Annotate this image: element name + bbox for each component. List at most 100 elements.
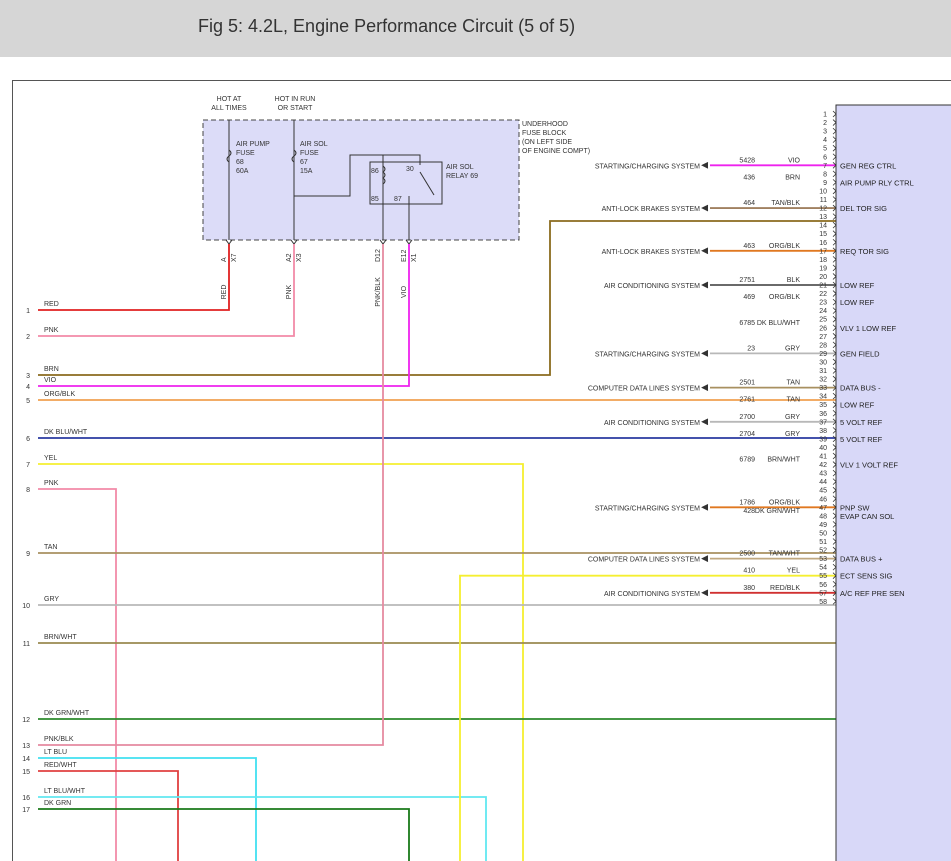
connector-wire-label: PNK/BLK [375, 277, 382, 307]
pcm-pin-name: EVAP CAN SOL [840, 512, 894, 521]
wire-color-label: GRY [44, 596, 59, 603]
pcm-pin-chevron [832, 461, 837, 468]
pcm-pin-chevron [832, 384, 837, 391]
wire-color-label: VIO [44, 377, 57, 384]
pcm-pin-number: 48 [819, 513, 827, 520]
pcm-pin-chevron [832, 401, 837, 408]
pcm-pin-number: 20 [819, 274, 827, 281]
fuse-block-label: FUSE BLOCK [522, 130, 567, 137]
wire-7 [38, 463, 524, 861]
circuit-number: 2500 [739, 551, 755, 558]
pcm-pin-number: 26 [819, 325, 827, 332]
circuit-wire-color: GRY [785, 431, 800, 438]
pcm-pin-number: 10 [819, 188, 827, 195]
connector-chevron [379, 239, 387, 245]
system-label: STARTING/CHARGING SYSTEM [595, 163, 700, 170]
pcm-pin-number: 58 [819, 599, 827, 606]
wire-number: 3 [26, 373, 30, 380]
system-arrow [701, 503, 709, 511]
wire-color-label: TAN [44, 544, 57, 551]
system-label: AIR CONDITIONING SYSTEM [604, 591, 700, 598]
pcm-pin-number: 3 [823, 129, 827, 136]
pcm-pin-number: 49 [819, 522, 827, 529]
circuit-wire-color: BRN [785, 174, 800, 181]
connector-wire-label: VIO [401, 285, 408, 298]
pcm-pin-chevron [832, 213, 837, 220]
diagram-frame [12, 80, 951, 861]
pcm-pin-chevron [832, 273, 837, 280]
pcm-pin-chevron [832, 375, 837, 383]
circuit-number: 380 [743, 585, 755, 592]
pcm-pin-chevron [832, 238, 837, 246]
relay-switch [419, 171, 435, 196]
pcm-pin-chevron [832, 281, 837, 289]
pcm-pin-name: 5 VOLT REF [840, 435, 883, 444]
wire-number: 16 [22, 795, 30, 802]
wire-number: 14 [22, 756, 30, 763]
pcm-pin-name: DEL TOR SIG [840, 204, 887, 213]
wire-3 [38, 220, 836, 376]
relay-label: AIR SOL [446, 164, 474, 171]
circuit-number: 2501 [739, 380, 755, 387]
hot-in-run-label: HOT IN RUN [275, 96, 316, 103]
fuse-symbol-air-pump [226, 149, 232, 163]
pcm-pin-chevron [832, 144, 837, 152]
pcm-pin-chevron [832, 598, 837, 605]
connector-chevron [290, 239, 298, 245]
wire-color-label: DK GRN [44, 800, 71, 807]
fuse-block-label: OF ENGINE COMPT) [522, 148, 590, 155]
circuit-number: 5428 [739, 157, 755, 164]
pcm-pin-chevron [832, 392, 837, 400]
pcm-pin-number: 5 [823, 146, 827, 153]
pcm-pin-chevron [832, 589, 837, 597]
pcm-pin-chevron [832, 333, 837, 340]
pcm-pin-chevron [832, 580, 837, 588]
pcm-pin-number: 33 [819, 385, 827, 392]
pcm-pin-chevron [832, 555, 837, 562]
pcm-pin-chevron [832, 204, 837, 212]
wire-8 [38, 488, 117, 861]
pcm-pin-number: 44 [819, 479, 827, 486]
wires [38, 164, 836, 861]
pcm-pin-number: 38 [819, 428, 827, 435]
pcm-pin-number: 6 [823, 154, 827, 161]
wire-color-label: DK BLU/WHT [44, 429, 88, 436]
circuit-wire-color: VIO [788, 157, 801, 164]
pcm-pin-name: 5 VOLT REF [840, 418, 883, 427]
wire-color-label: LT BLU/WHT [44, 788, 86, 795]
pcm-pin-chevron [832, 110, 837, 118]
hot-in-run-label: OR START [278, 105, 313, 112]
wire-ect-sens [459, 574, 836, 861]
fuse-symbol-air-sol [291, 149, 297, 163]
air-sol-fuse-label: FUSE [300, 150, 319, 157]
wire-color-label: LT BLU [44, 749, 67, 756]
wire-color-label: RED/WHT [44, 762, 77, 769]
wire-number: 12 [22, 717, 30, 724]
pcm-pin-chevron [832, 495, 837, 503]
pcm-pin-number: 8 [823, 171, 827, 178]
system-arrow [701, 161, 709, 169]
circuit-number: 463 [743, 243, 755, 250]
circuit-wire-color: BLK [787, 277, 801, 284]
pcm-pin-chevron [832, 290, 837, 297]
circuit-number: 2700 [739, 414, 755, 421]
pcm-pin-number: 47 [819, 505, 827, 512]
title-bar: Fig 5: 4.2L, Engine Performance Circuit … [0, 0, 951, 57]
air-pump-fuse-label: 60A [236, 168, 249, 175]
circuit-wire-color: YEL [787, 568, 800, 575]
pcm-pin-number: 4 [823, 137, 827, 144]
pcm-pin-chevron [832, 264, 837, 272]
wire-color-label: ORG/BLK [44, 391, 75, 398]
pcm-pin-number: 11 [820, 197, 827, 204]
pcm-pin-chevron [832, 230, 837, 237]
pcm-pin-name: DATA BUS + [840, 555, 883, 564]
pcm-pin-name: VLV 1 VOLT REF [840, 461, 898, 470]
system-label: STARTING/CHARGING SYSTEM [595, 505, 700, 512]
system-label: STARTING/CHARGING SYSTEM [595, 351, 700, 358]
air-pump-fuse-label: FUSE [236, 150, 255, 157]
relay-box [369, 161, 443, 205]
system-arrow [701, 418, 709, 426]
pcm-pin-number: 27 [819, 334, 827, 341]
pcm-pin-number: 12 [819, 206, 827, 213]
